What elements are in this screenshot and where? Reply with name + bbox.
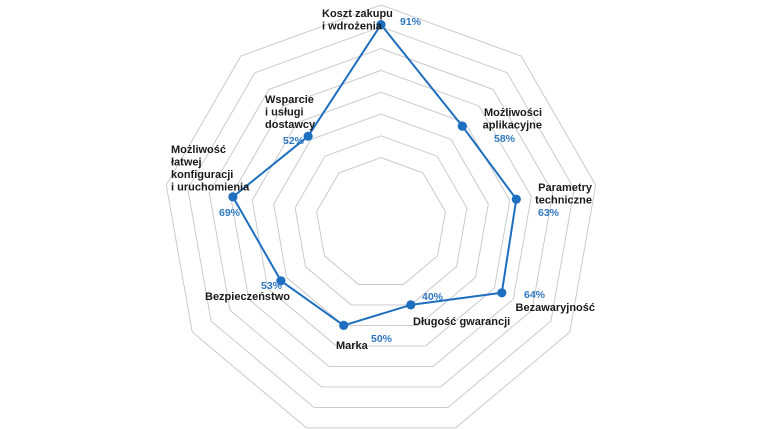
grid-ring — [273, 113, 489, 326]
grid-ring — [230, 69, 532, 367]
series-line — [231, 23, 518, 327]
value-label: 58% — [494, 133, 516, 145]
category-label: Długość gwarancji — [413, 316, 510, 328]
data-point — [497, 288, 507, 298]
data-point — [376, 20, 386, 30]
category-label: Bezawaryjność — [516, 302, 595, 314]
value-label: 91% — [400, 16, 422, 28]
data-point — [303, 131, 313, 141]
value-label: 40% — [422, 291, 444, 303]
data-point — [228, 192, 238, 202]
value-label: 50% — [371, 333, 393, 345]
grid-ring — [165, 4, 597, 429]
data-point — [457, 121, 467, 131]
grid-ring — [294, 135, 468, 306]
value-label: 63% — [538, 207, 560, 219]
data-point — [276, 276, 286, 286]
value-label: 64% — [524, 289, 546, 301]
grid-ring — [316, 157, 446, 285]
data-point — [511, 194, 521, 204]
grid-ring — [187, 26, 575, 408]
category-label: Bezpieczeństwo — [205, 291, 290, 303]
value-label: 53% — [261, 280, 283, 292]
radar-series — [228, 20, 521, 330]
value-label: 69% — [219, 207, 241, 219]
value-labels: 91% 58% 63% 64% 40% 50% 53% 69% 52% — [219, 16, 560, 345]
category-label: Marka — [336, 340, 369, 352]
value-label: 52% — [283, 135, 305, 147]
data-point — [406, 300, 416, 310]
data-point — [339, 320, 349, 330]
grid-ring — [208, 48, 554, 388]
